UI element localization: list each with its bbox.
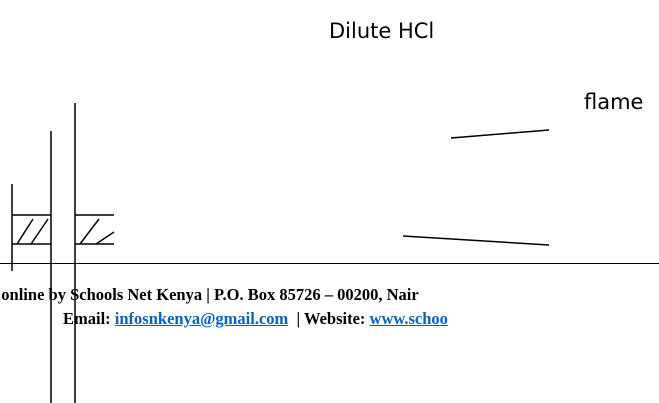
dilute-hcl-label: Dilute HCl [329, 19, 435, 43]
flame-label: flame [584, 90, 644, 114]
stopper-left-section [12, 214, 51, 245]
footer-contact-line: Email: infosnkenya@gmail.com | Website: … [63, 309, 448, 328]
footer-divider [0, 263, 659, 264]
stopper-right-section [75, 214, 115, 245]
footer-publisher-line: d online by Schools Net Kenya | P.O. Box… [0, 285, 419, 304]
page-footer: d online by Schools Net Kenya | P.O. Box… [0, 263, 659, 403]
flame-pointer-line [450, 129, 550, 139]
email-prefix: Email: [63, 309, 115, 328]
lower-pointer-line [402, 235, 550, 246]
website-prefix: | Website: [288, 309, 370, 328]
email-link[interactable]: infosnkenya@gmail.com [114, 309, 289, 328]
website-link[interactable]: www.schoo [369, 309, 448, 328]
